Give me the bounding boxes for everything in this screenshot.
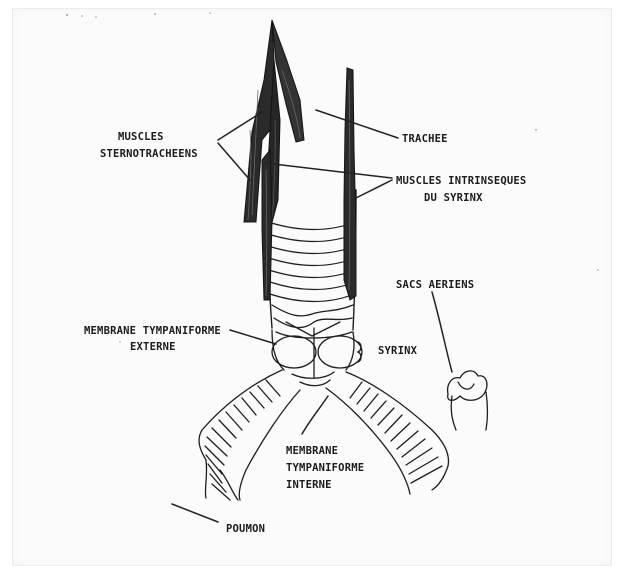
sternotracheal-muscles	[244, 20, 304, 230]
label-membrane-externe-line1: MEMBRANE TYMPANIFORME	[84, 325, 221, 337]
label-poumon: POUMON	[226, 523, 265, 535]
label-membrane-interne-line1: MEMBRANE	[286, 445, 338, 457]
label-membrane-interne-line2: TYMPANIFORME	[286, 462, 364, 474]
pointer-lines	[172, 110, 452, 522]
left-bronchus	[199, 370, 300, 500]
air-sac	[448, 371, 488, 430]
right-bronchus	[326, 372, 448, 494]
label-membrane-externe-line2: EXTERNE	[130, 341, 176, 353]
tracheal-rings	[268, 222, 355, 302]
label-muscles-intrinseques-line1: MUSCLES INTRINSEQUES	[396, 175, 526, 187]
label-syrinx: SYRINX	[378, 345, 418, 357]
label-sacs-aeriens: SACS AERIENS	[396, 279, 474, 291]
label-muscles-sternotracheens-line1: MUSCLES	[118, 131, 164, 143]
label-trachee: TRACHEE	[402, 133, 448, 145]
label-membrane-interne-line3: INTERNE	[286, 479, 332, 491]
label-muscles-sternotracheens-line2: STERNOTRACHEENS	[100, 148, 198, 160]
label-muscles-intrinseques-line2: DU SYRINX	[424, 192, 483, 204]
trachea	[268, 190, 356, 330]
